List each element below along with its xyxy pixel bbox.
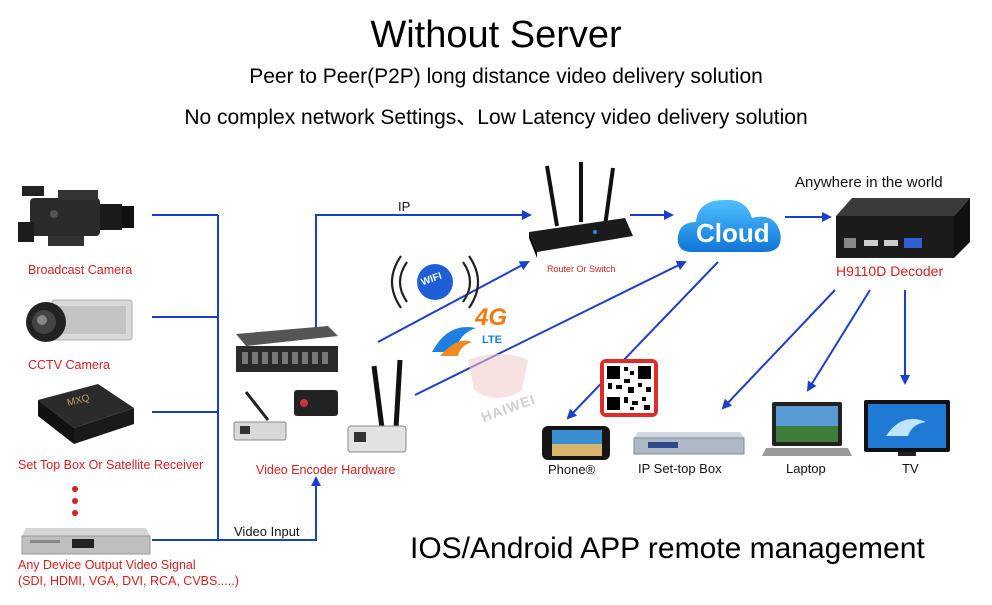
ip-arrow	[315, 210, 532, 330]
wifi-signal-icon	[390, 255, 480, 309]
set-top-box-icon: MXQ	[38, 384, 134, 444]
any-device-label-line2: (SDI, HDMI, VGA, DVI, RCA, CVBS.....)	[18, 574, 239, 588]
anywhere-label: Anywhere in the world	[795, 174, 943, 191]
decoder-settop-arrow	[721, 289, 836, 410]
page-title: Without Server	[370, 14, 622, 56]
video-input-label: Video Input	[234, 524, 300, 539]
ip-settop-box-label: IP Set-top Box	[638, 461, 722, 476]
haiwei-watermark-logo-icon	[468, 354, 528, 398]
router-icon	[529, 162, 633, 258]
broadcast-camera-label: Broadcast Camera	[28, 263, 133, 277]
decoder-laptop-arrow	[806, 289, 871, 392]
decoder-label: H9110D Decoder	[836, 263, 944, 279]
page-subtitle-latency: No complex network Settings、Low Latency …	[184, 106, 808, 129]
app-management-title: IOS/Android APP remote management	[410, 532, 925, 565]
ip-label: IP	[398, 199, 411, 214]
cloud-icon	[677, 199, 781, 252]
ip-settop-box-icon	[633, 432, 745, 455]
tv-icon	[864, 400, 950, 456]
wifi-arrow	[377, 261, 530, 343]
video-encoder-hardware-icon	[233, 326, 407, 453]
svg-text:MXQ: MXQ	[66, 393, 91, 409]
phone-icon	[542, 426, 610, 460]
lte-arrow	[414, 261, 687, 396]
cloud-phone-arrow	[566, 261, 719, 420]
qr-code-icon	[600, 359, 658, 417]
phone-label: Phone®	[548, 462, 596, 477]
tv-label: TV	[902, 461, 919, 476]
lte-4g-text: 4G	[475, 304, 508, 331]
cctv-camera-label: CCTV Camera	[28, 358, 110, 372]
lte-text: LTE	[482, 334, 502, 346]
any-device-label-line1: Any Device Output Video Signal	[18, 558, 196, 572]
decoder-icon	[836, 198, 970, 258]
lte-flame-icon	[432, 327, 476, 356]
video-input-arrow	[218, 476, 321, 541]
laptop-icon	[762, 402, 852, 456]
page-subtitle-p2p: Peer to Peer(P2P) long distance video de…	[249, 65, 763, 88]
set-top-box-label: Set Top Box Or Satellite Receiver	[18, 458, 204, 472]
broadcast-camera-icon	[18, 186, 134, 246]
cloud-label: Cloud	[696, 218, 770, 248]
dvd-player-icon	[21, 528, 151, 555]
laptop-label: Laptop	[786, 461, 826, 476]
router-label: Router Or Switch	[547, 264, 616, 274]
more-devices-dots-icon	[72, 486, 78, 516]
cctv-camera-icon	[26, 299, 133, 342]
encoder-label: Video Encoder Hardware	[256, 463, 396, 477]
